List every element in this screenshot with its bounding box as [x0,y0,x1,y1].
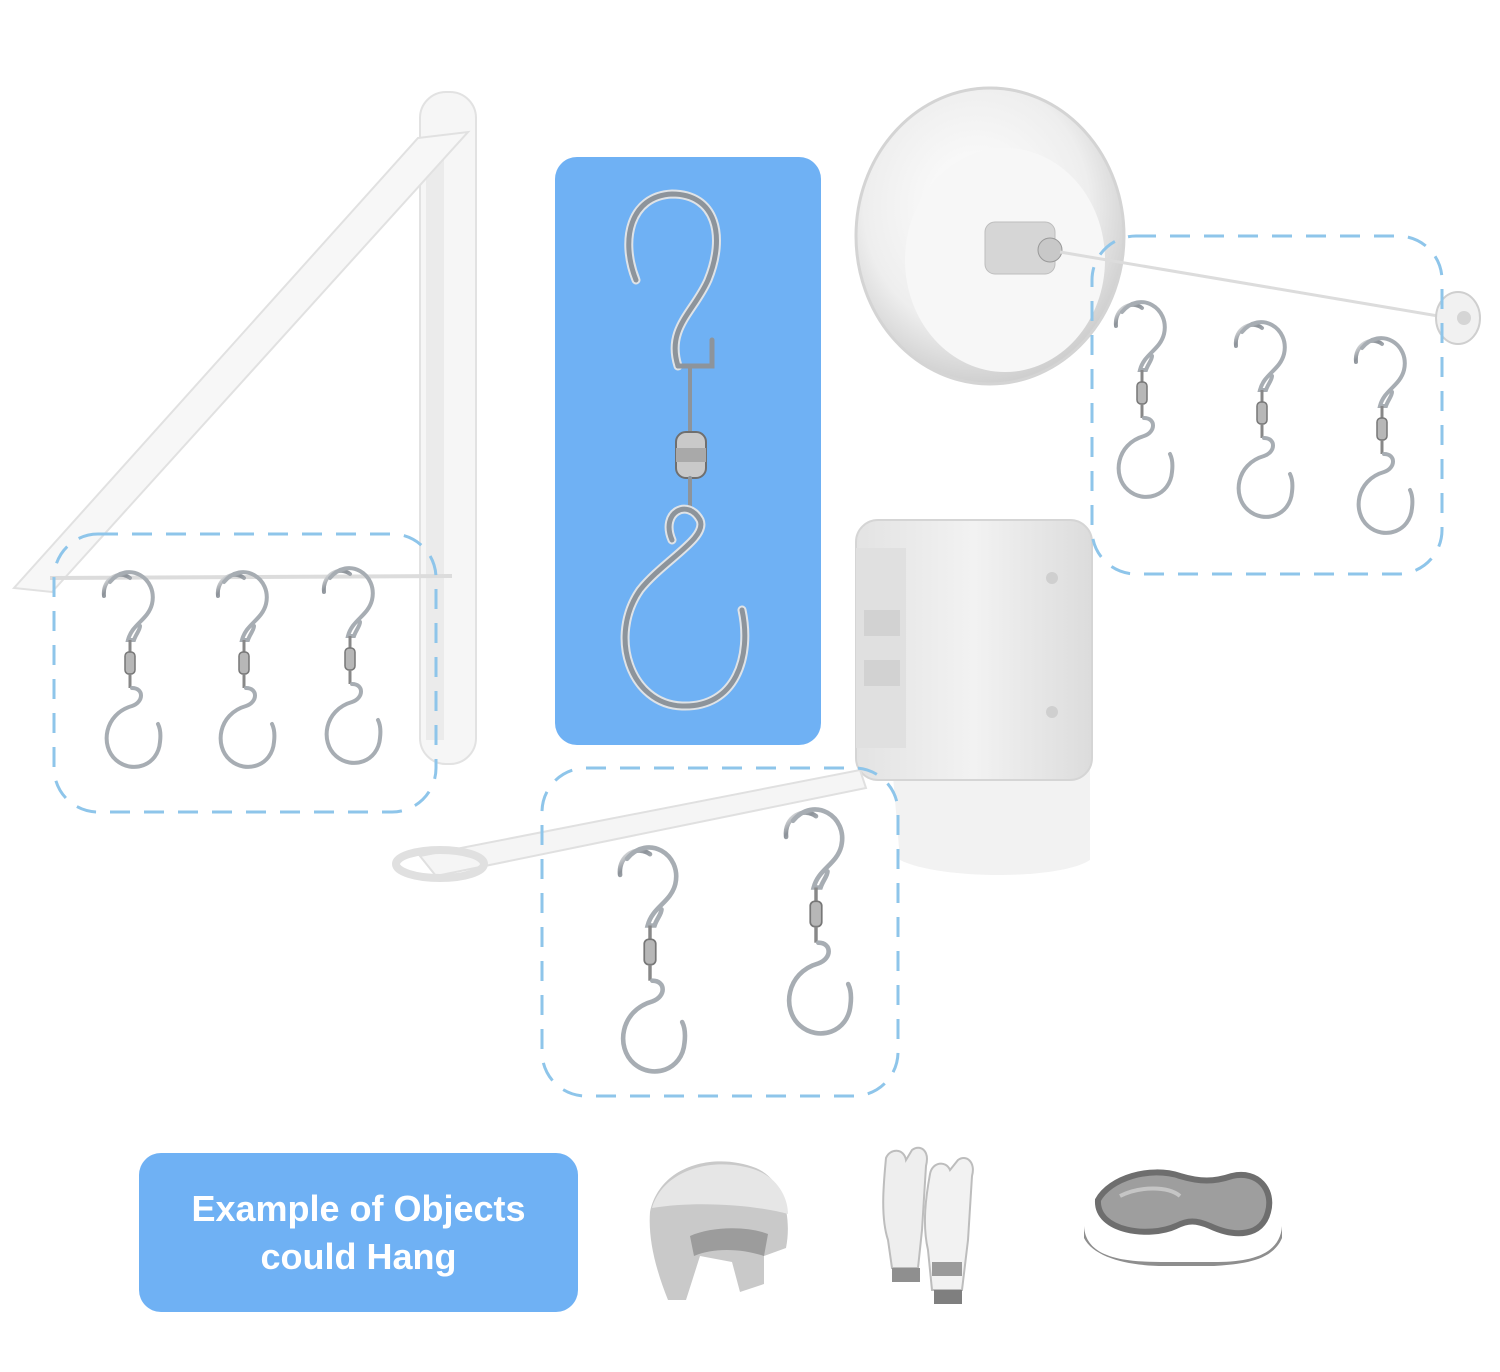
box-hooks-frame [540,766,900,1098]
line-box-icon [392,519,1093,882]
wall-hanger-icon [11,91,477,765]
retractable-reel-icon [854,86,1481,386]
s-hook-icon [620,809,851,1071]
ski-helmet-icon [649,1161,788,1300]
reel-hooks-frame [1090,234,1444,576]
s-hook-icon [620,189,750,711]
hanger-hooks-frame [52,532,438,814]
s-hook-icon [1113,300,1415,535]
callout-text: Example of Objects could Hang [191,1187,526,1277]
s-hook-icon [101,566,383,769]
goggles-icon [1084,1169,1282,1266]
gloves-icon [882,1146,974,1304]
objects-callout: Example of Objects could Hang [139,1153,578,1312]
